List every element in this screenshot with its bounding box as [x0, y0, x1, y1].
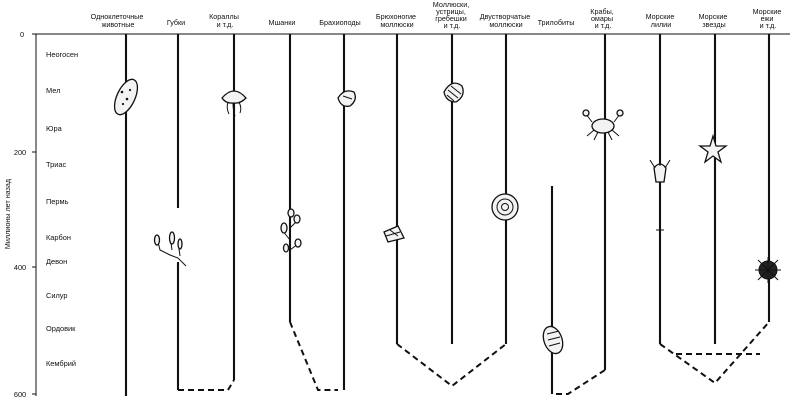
- crab-icon: [582, 109, 624, 141]
- header-brachiopods: Брахиоподы: [319, 18, 360, 27]
- period-label: Силур: [46, 291, 68, 300]
- period-label: Ордовик: [46, 324, 76, 333]
- connector-molluscs: [396, 343, 507, 388]
- ammonite-icon: [491, 193, 519, 221]
- organism-illustrations: [113, 78, 781, 355]
- gastropod-icon: [383, 225, 405, 243]
- y-axis: 0 200 400 600 Миллионы лет назад: [3, 30, 790, 399]
- connector-sponges-corals: [178, 379, 235, 391]
- trilobite-icon: [542, 325, 564, 355]
- tick-label-400: 400: [14, 263, 26, 272]
- starfish-icon: [698, 133, 728, 164]
- period-label: Пермь: [46, 197, 69, 206]
- brachiopod-icon: [337, 90, 356, 107]
- ancestry-connectors: [178, 321, 770, 395]
- header-sponges: Губки: [167, 18, 185, 27]
- y-axis-title: Миллионы лет назад: [3, 178, 12, 249]
- header-corals: Кораллы и т.д.: [209, 12, 241, 29]
- period-label: Юра: [46, 124, 63, 133]
- header-bivalves: Моллюски, устрицы, гребешки и т.д.: [433, 0, 471, 30]
- sponge-icon: [153, 231, 187, 267]
- period-label: Девон: [46, 257, 67, 266]
- tick-label-0: 0: [20, 30, 24, 39]
- header-bryozoa: Мшанки: [269, 18, 296, 27]
- scallop-icon: [443, 82, 464, 103]
- period-label: Кембрий: [46, 359, 76, 368]
- header-crinoids: Морские лилии: [646, 12, 677, 29]
- sea-urchin-icon: [755, 257, 781, 283]
- header-unicellular: Одноклеточные животные: [91, 12, 146, 29]
- tick-label-600: 600: [14, 390, 26, 399]
- connector-echinoderms: [659, 321, 770, 385]
- bryozoan-icon: [280, 208, 302, 258]
- header-starfish: Морские звезды: [699, 12, 730, 29]
- period-label: Мел: [46, 86, 60, 95]
- foraminifera-icon: [113, 78, 139, 116]
- period-labels: Неогосен Мел Юра Триас Пермь Карбон Дево…: [46, 50, 78, 368]
- header-urchins: Морские ежи и т.д.: [753, 7, 784, 30]
- header-gastropods: Брюхоногие моллюски: [376, 12, 418, 29]
- connector-trilobites-crustaceans: [556, 369, 606, 395]
- period-label: Неогосен: [46, 50, 78, 59]
- period-label: Карбон: [46, 233, 71, 242]
- header-cephalopods: Двустворчатые моллюски: [480, 12, 533, 29]
- tick-label-200: 200: [14, 148, 26, 157]
- sea-lily-icon: [649, 158, 671, 232]
- connector-bryozoa-brachiopods: [289, 321, 338, 391]
- group-headers: Одноклеточные животные Губки Кораллы и т…: [91, 0, 784, 30]
- coral-icon: [221, 90, 247, 117]
- period-label: Триас: [46, 160, 66, 169]
- header-trilobites: Трилобиты: [538, 18, 575, 27]
- header-crustaceans: Крабы, омары и т.д.: [590, 7, 615, 30]
